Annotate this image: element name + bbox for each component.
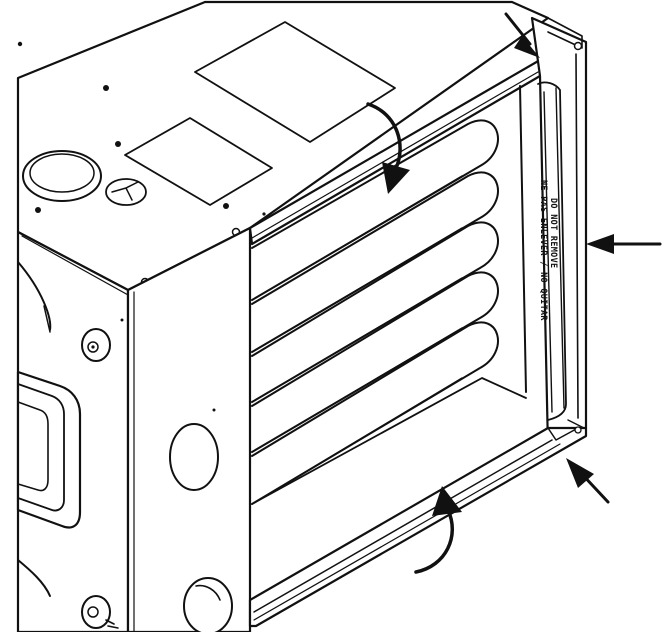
top-knockout <box>22 150 102 202</box>
bottom-rail <box>248 426 588 628</box>
side-grommet-upper <box>81 328 111 362</box>
warning-label-line2: NE PAS ENLEVER / NO QUITAR <box>538 180 548 321</box>
coil-3 <box>251 221 499 403</box>
top-plate-lower <box>124 117 273 206</box>
top-plate-upper <box>194 21 396 143</box>
side-grommet-lower <box>81 595 119 629</box>
side-curve <box>17 261 52 333</box>
warning-label: DO NOT REMOVE NE PAS ENLEVER / NO QUITAR <box>538 180 558 321</box>
curved-arrow-icon-top <box>366 102 410 194</box>
arrow-icon-bottom-right <box>566 458 610 504</box>
top-small-knockout <box>105 178 147 206</box>
coil-4 <box>251 271 499 453</box>
coil-2 <box>251 171 499 353</box>
warning-label-line1: DO NOT REMOVE <box>548 198 558 268</box>
arrow-icon-top <box>504 12 540 58</box>
curved-arrow-icon-bottom <box>414 486 462 574</box>
arrow-icon-right <box>586 234 662 254</box>
duct-interior <box>248 58 542 505</box>
heating-coils <box>251 119 499 505</box>
coil-1 <box>251 119 499 301</box>
side-lower-curve <box>17 559 51 597</box>
side-vent-window <box>16 370 82 529</box>
front-flange <box>126 226 252 632</box>
coil-5 <box>251 321 499 505</box>
top-rivets <box>17 41 266 322</box>
